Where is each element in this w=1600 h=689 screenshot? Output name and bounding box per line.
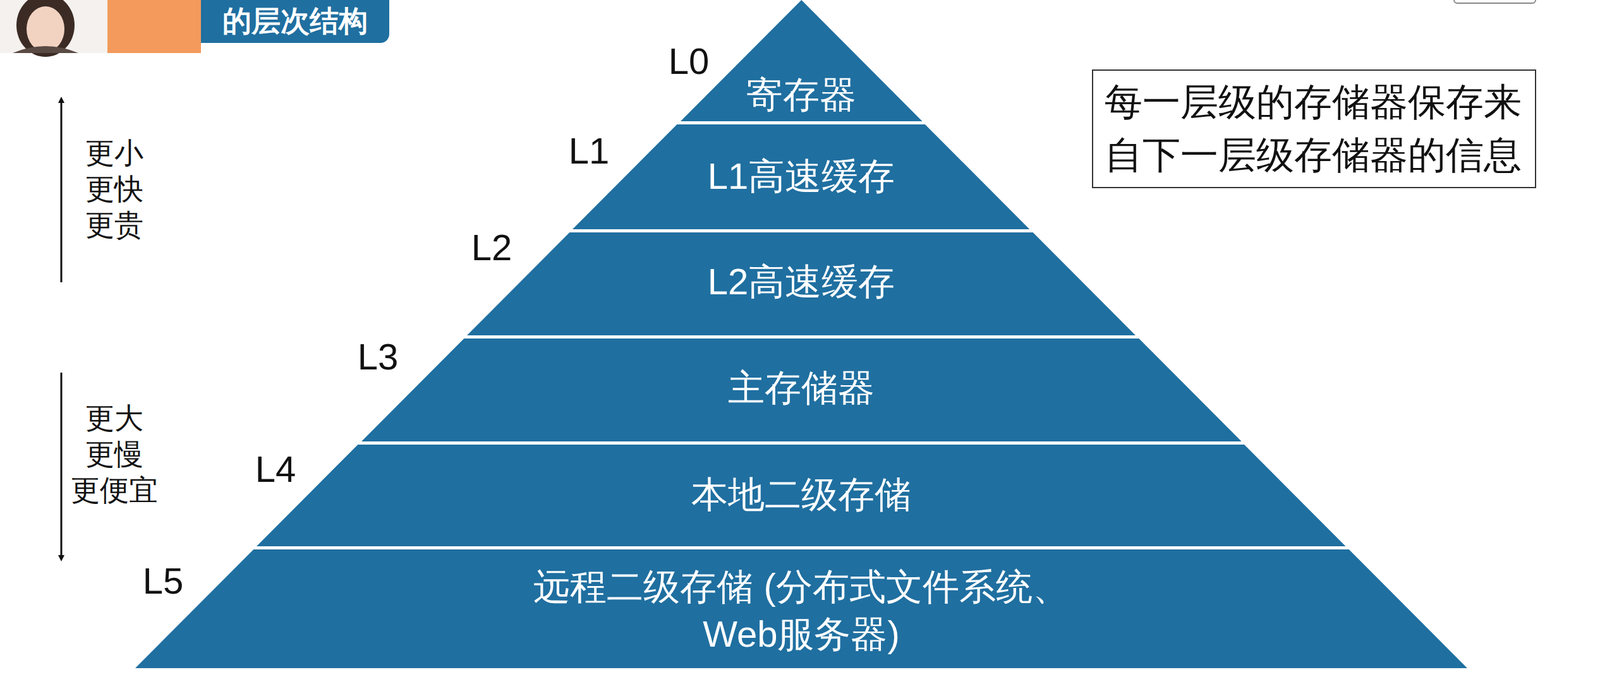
- title-text: 的层次结构: [222, 0, 368, 42]
- side-note: 更大 更慢 更便宜: [70, 400, 158, 509]
- pyramid-band: 主存储器: [361, 338, 1242, 442]
- pyramid-band: 本地二级存储: [256, 444, 1346, 547]
- band-fill: [466, 232, 1136, 336]
- level-label: L5: [142, 561, 184, 602]
- band-fill: [361, 338, 1242, 442]
- side-note: 更小 更快 更贵: [85, 135, 144, 244]
- down-arrow: [60, 372, 63, 559]
- up-arrow: [60, 99, 63, 283]
- webcam-body: [12, 46, 79, 54]
- pyramid-band: 寄存器: [680, 0, 923, 122]
- band-label: 本地二级存储: [256, 470, 1346, 519]
- band-fill: [680, 0, 923, 122]
- level-label: L2: [471, 227, 513, 268]
- webcam-face: [26, 6, 65, 52]
- band-label: 主存储器: [361, 363, 1242, 412]
- band-label: L2高速缓存: [466, 257, 1136, 306]
- webcam-wall: [107, 0, 201, 54]
- band-label: 寄存器: [680, 70, 923, 119]
- pyramid-band: 远程二级存储 (分布式文件系统、Web服务器): [135, 549, 1468, 669]
- pyramid-band: L2高速缓存: [466, 232, 1136, 336]
- corner-frame: [1454, 0, 1536, 4]
- band-label: 远程二级存储 (分布式文件系统、Web服务器): [516, 563, 1086, 659]
- band-fill: [256, 444, 1346, 547]
- level-label: L3: [357, 336, 399, 378]
- note-box: 每一层级的存储器保存来自下一层级存储器的信息: [1091, 69, 1537, 189]
- band-label: L1高速缓存: [572, 152, 1030, 200]
- level-label: L4: [255, 449, 297, 490]
- note-text: 每一层级的存储器保存来自下一层级存储器的信息: [1104, 75, 1524, 182]
- level-label: L0: [668, 41, 710, 82]
- level-label: L1: [568, 130, 610, 172]
- title-tab: 的层次结构: [200, 0, 390, 43]
- pyramid-band: L1高速缓存: [572, 124, 1030, 230]
- band-fill: [572, 124, 1030, 230]
- band-fill: [135, 549, 1468, 669]
